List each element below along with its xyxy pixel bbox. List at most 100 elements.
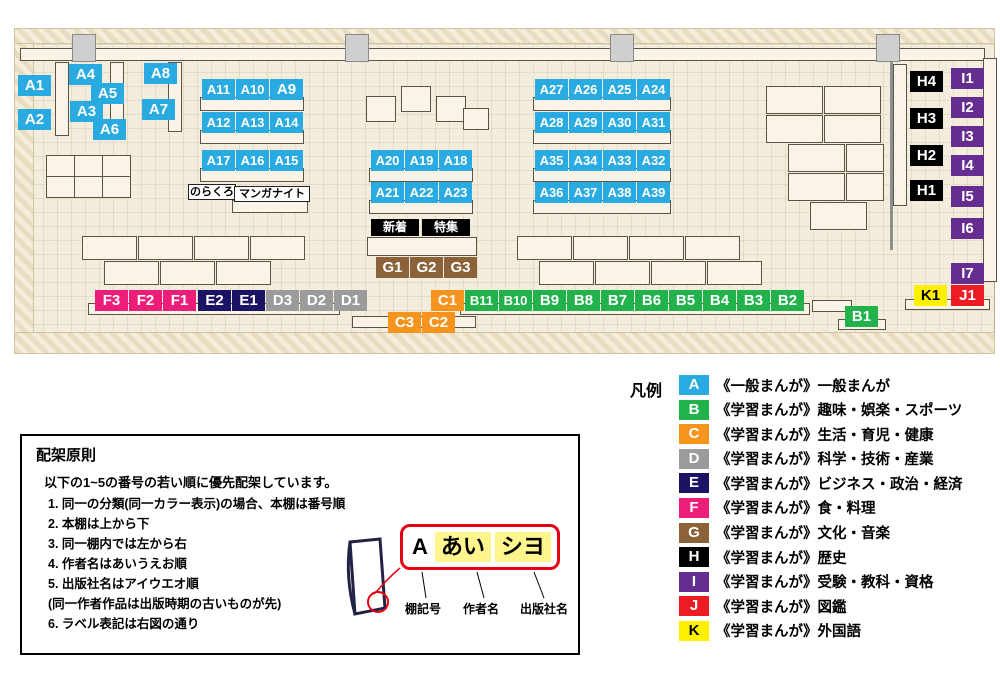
legend-chip-A: A [679, 375, 709, 395]
shelf-block [846, 173, 884, 201]
shelf-label-C2: C2 [422, 312, 455, 333]
shelf-label-A14: A14 [270, 112, 303, 133]
shelving-principles-box: 配架原則 以下の1~5の番号の若い順に優先配架しています。 1. 同一の分類(同… [20, 434, 580, 655]
legend-item-J: J《学習まんが》図鑑 [679, 596, 963, 617]
shelf-block [160, 261, 215, 285]
legend-item-K: K《学習まんが》外国語 [679, 620, 963, 641]
shelf-block [533, 97, 671, 111]
shelf-label-B7: B7 [601, 290, 634, 311]
shelf-label-A13: A13 [236, 112, 269, 133]
shelf-label-C3: C3 [388, 312, 421, 333]
shelf-label-A31: A31 [637, 112, 670, 133]
legend-chip-K: K [679, 620, 709, 641]
shelf-block [788, 173, 845, 201]
legend-desc-F: 《学習まんが》食・料理 [716, 501, 876, 518]
shelf-label-H3: H3 [910, 108, 943, 129]
shelf-block [250, 236, 305, 260]
shelf-block [595, 261, 650, 285]
legend-chip-H: H [679, 547, 709, 568]
shelf-label-A39: A39 [637, 182, 670, 203]
legend-item-B: B 《学習まんが》趣味・娯楽・スポーツ [679, 399, 963, 420]
shelf-label-J1: J1 [951, 285, 984, 306]
shelf-label-A29: A29 [569, 112, 602, 133]
shelf-label-A8: A8 [144, 63, 177, 84]
legend-chip-F: F [679, 497, 709, 518]
shelf-label-G3: G3 [444, 257, 477, 278]
label-example-caption-2: 作者名 [463, 602, 500, 616]
principle-item-1: 1. 同一の分類(同一カラー表示)の場合、本棚は番号順 [48, 497, 346, 511]
shelf-block [766, 86, 823, 114]
label-example-caption-1: 棚記号 [405, 602, 442, 616]
label-example-cell-1: A [409, 532, 431, 562]
legend-chip-G: G [679, 522, 709, 543]
shelf-label-A34: A34 [569, 150, 602, 171]
shelf-label-I6: I6 [951, 218, 984, 239]
shelf-block [810, 202, 867, 230]
shelf-label-F1: F1 [163, 290, 196, 311]
label-example-cell-2: あい [434, 532, 491, 562]
shelf-label-A32: A32 [637, 150, 670, 171]
legend-desc-G: 《学習まんが》文化・音楽 [716, 526, 890, 543]
shelf-label-B5: B5 [669, 290, 702, 311]
legend-item-H: H《学習まんが》歴史 [679, 547, 963, 568]
legend-desc-B: 《学習まんが》趣味・娯楽・スポーツ [716, 403, 963, 420]
shelf-label-B4: B4 [703, 290, 736, 311]
shelf-block [436, 96, 466, 122]
shelf-block [893, 64, 907, 206]
principles-intro: 以下の1~5の番号の若い順に優先配架しています。 [44, 475, 338, 490]
legend-chip-E: E [679, 473, 709, 494]
shelf-label-A16: A16 [236, 150, 269, 171]
shelf-block [138, 236, 193, 260]
legend-desc-E: 《学習まんが》ビジネス・政治・経済 [716, 476, 963, 493]
shelf-label-A10: A10 [236, 79, 269, 100]
shelf-label-A33: A33 [603, 150, 636, 171]
shelf-label-D2: D2 [300, 290, 333, 311]
shelf-label-B9: B9 [533, 290, 566, 311]
label-example-caption-3: 出版社名 [520, 602, 569, 616]
pillar [876, 34, 900, 62]
shelf-block [573, 236, 628, 260]
shelf-label-B10: B10 [499, 290, 532, 311]
principles-title: 配架原則 [36, 447, 97, 464]
shelf-label-B2: B2 [771, 290, 804, 311]
shelf-label-A20: A20 [371, 150, 404, 171]
shelf-block [983, 58, 997, 282]
legend-desc-D: 《学習まんが》科学・技術・産業 [716, 452, 934, 469]
shelf-label-B11: B11 [465, 290, 498, 311]
shelf-block [846, 144, 884, 172]
feature-tag-1: 新着 [371, 219, 419, 236]
shelf-block [367, 237, 477, 256]
pillar [610, 34, 634, 62]
shelf-label-B8: B8 [567, 290, 600, 311]
shelf-label-A38: A38 [603, 182, 636, 203]
shelf-label-A36: A36 [535, 182, 568, 203]
shelf-label-B6: B6 [635, 290, 668, 311]
shelf-label-E1: E1 [232, 290, 265, 311]
legend-chip-J: J [679, 596, 709, 617]
legend-item-G: G 《学習まんが》文化・音楽 [679, 522, 963, 543]
area-tag-2: マンガナイト [234, 186, 310, 202]
shelf-label-A35: A35 [535, 150, 568, 171]
shelf-block [905, 299, 990, 310]
legend-desc-C: 《学習まんが》生活・育児・健康 [716, 427, 934, 444]
shelf-label-A7: A7 [142, 99, 175, 120]
shelf-block [766, 115, 823, 143]
shelf-label-A6: A6 [93, 119, 126, 140]
legend-desc-I: 《学習まんが》受験・教科・資格 [716, 575, 934, 592]
legend-desc-A: 《一般まんが》一般まんが [716, 378, 890, 395]
shelf-block [517, 236, 572, 260]
shelf-label-A4: A4 [69, 64, 102, 85]
principle-item-6: 6. ラベル表記は右図の通り [48, 617, 200, 631]
principle-item-2: 2. 本棚は上から下 [48, 517, 150, 531]
shelf-label-I3: I3 [951, 126, 984, 147]
shelf-block [401, 86, 431, 112]
shelf-label-A23: A23 [439, 182, 472, 203]
legend-item-I: I《学習まんが》受験・教科・資格 [679, 571, 963, 592]
shelf-label-A37: A37 [569, 182, 602, 203]
legend-chip-B: B [679, 399, 709, 420]
principle-item-4: 4. 作者名はあいうえお順 [48, 557, 187, 571]
walkway-top [14, 28, 995, 44]
shelf-block [74, 176, 103, 198]
shelf-block [824, 115, 881, 143]
